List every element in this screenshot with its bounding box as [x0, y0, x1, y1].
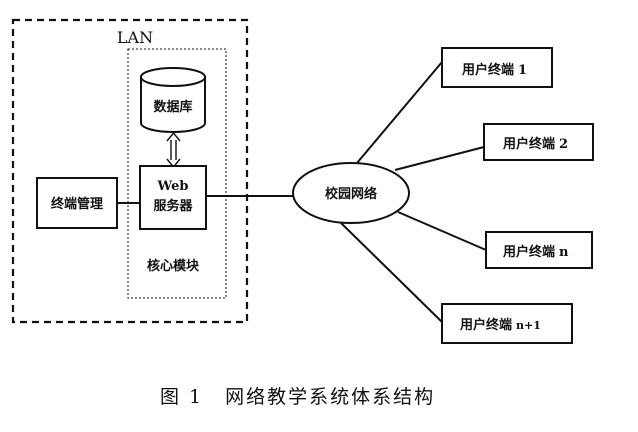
- figure-title: 网络教学系统体系结构: [225, 386, 435, 408]
- user-terminal-n-index: n: [559, 245, 569, 260]
- arrowhead-up: [166, 131, 181, 142]
- web-server-box: [139, 165, 207, 230]
- link-user-terminal-n1: [340, 222, 443, 323]
- user-terminal-1-label: 用户终端 1: [461, 62, 527, 78]
- web-server-label-line2: 服务器: [153, 198, 193, 214]
- user-terminal-1-text: 用户终端: [461, 62, 514, 78]
- user-terminal-n1-text: 用户终端: [459, 317, 512, 333]
- user-terminal-n1-label: 用户终端 n+1: [459, 317, 541, 333]
- database-node: 数据库: [140, 67, 206, 133]
- user-terminal-1-index: 1: [518, 63, 527, 78]
- figure-number: 图 1: [160, 386, 203, 408]
- web-server-label-line1: Web: [157, 179, 189, 194]
- user-terminal-n-text: 用户终端: [502, 244, 555, 260]
- link-user-terminal-2: [394, 146, 485, 171]
- link-user-terminal-n: [397, 211, 487, 251]
- campus-network-label: 校园网络: [325, 186, 377, 202]
- user-terminal-n1-index: n+1: [516, 319, 541, 332]
- user-terminal-2-box: [483, 123, 594, 161]
- user-terminal-n-label: 用户终端 n: [502, 244, 569, 260]
- user-terminal-2-text: 用户终端: [502, 136, 555, 152]
- link-user-terminal-1: [356, 61, 443, 164]
- campus-network-node: [292, 162, 410, 224]
- lan-label: LAN: [117, 28, 153, 47]
- database-cylinder-body: [140, 77, 206, 133]
- user-terminal-2-index: 2: [559, 137, 568, 152]
- user-terminal-1-box: [441, 47, 553, 88]
- user-terminal-2-label: 用户终端 2: [502, 136, 568, 152]
- core-module-boundary: [127, 48, 227, 299]
- figure-caption: 图 1 网络教学系统体系结构: [160, 386, 435, 408]
- database-cylinder-top: [140, 67, 206, 87]
- lan-boundary: [11, 18, 249, 324]
- user-terminal-n1-box: [441, 303, 573, 344]
- database-label: 数据库: [153, 99, 192, 115]
- core-module-label: 核心模块: [147, 258, 200, 274]
- user-terminal-n-box: [485, 231, 593, 269]
- db-server-link: [166, 131, 181, 169]
- terminal-management-label: 终端管理: [51, 196, 103, 212]
